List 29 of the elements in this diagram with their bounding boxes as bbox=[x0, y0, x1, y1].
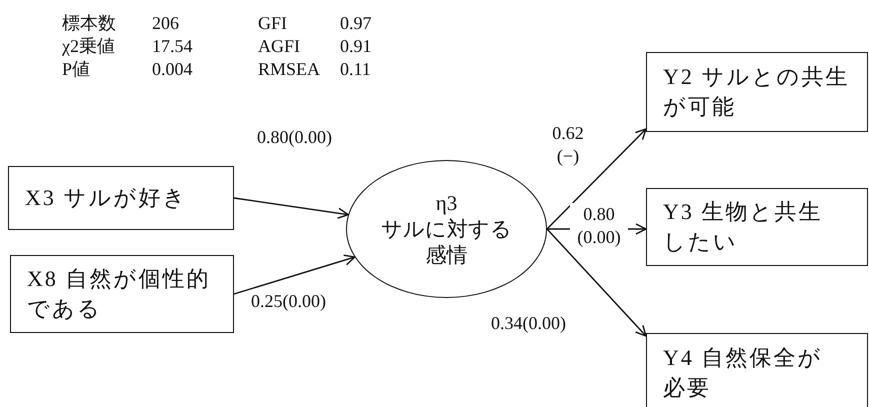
node-text: X8 自然が個性的である bbox=[27, 265, 212, 323]
fit-statistic: RMSEA bbox=[258, 60, 320, 78]
fit-statistic: 0.97 bbox=[340, 14, 372, 32]
edge-label: 0.80 (0.00) bbox=[570, 203, 628, 250]
arrow bbox=[546, 128, 647, 230]
observed-variable-box bbox=[8, 166, 234, 230]
node-text: X3 サルが好き bbox=[25, 184, 188, 212]
observed-variable-box bbox=[646, 52, 868, 132]
observed-variable-box bbox=[10, 255, 234, 333]
fit-statistic: 206 bbox=[152, 14, 179, 32]
node-text: Y2 サルとの共生が可能 bbox=[663, 63, 850, 121]
observed-variable-box bbox=[646, 188, 868, 266]
fit-statistic: 17.54 bbox=[152, 37, 192, 55]
node-text: Y4 自然保全が必要 bbox=[663, 344, 824, 402]
fit-statistic: 0.004 bbox=[152, 60, 192, 78]
node-text: η3 bbox=[434, 190, 458, 216]
fit-statistic: 標本数 bbox=[62, 14, 116, 32]
observed-variable-box bbox=[646, 333, 868, 407]
arrow bbox=[234, 197, 349, 219]
arrow bbox=[234, 254, 356, 295]
fit-statistic: 0.11 bbox=[340, 60, 371, 78]
node-text: Y3 生物と共生したい bbox=[663, 198, 824, 256]
fit-statistic: GFI bbox=[258, 14, 288, 32]
fit-statistic: χ2乗値 bbox=[62, 37, 115, 55]
arrow bbox=[546, 228, 647, 337]
fit-statistic: AGFI bbox=[258, 37, 300, 55]
fit-statistic: P値 bbox=[62, 60, 90, 78]
fit-statistic: 0.91 bbox=[340, 37, 372, 55]
node-text: サルに対する感情 bbox=[380, 216, 513, 268]
